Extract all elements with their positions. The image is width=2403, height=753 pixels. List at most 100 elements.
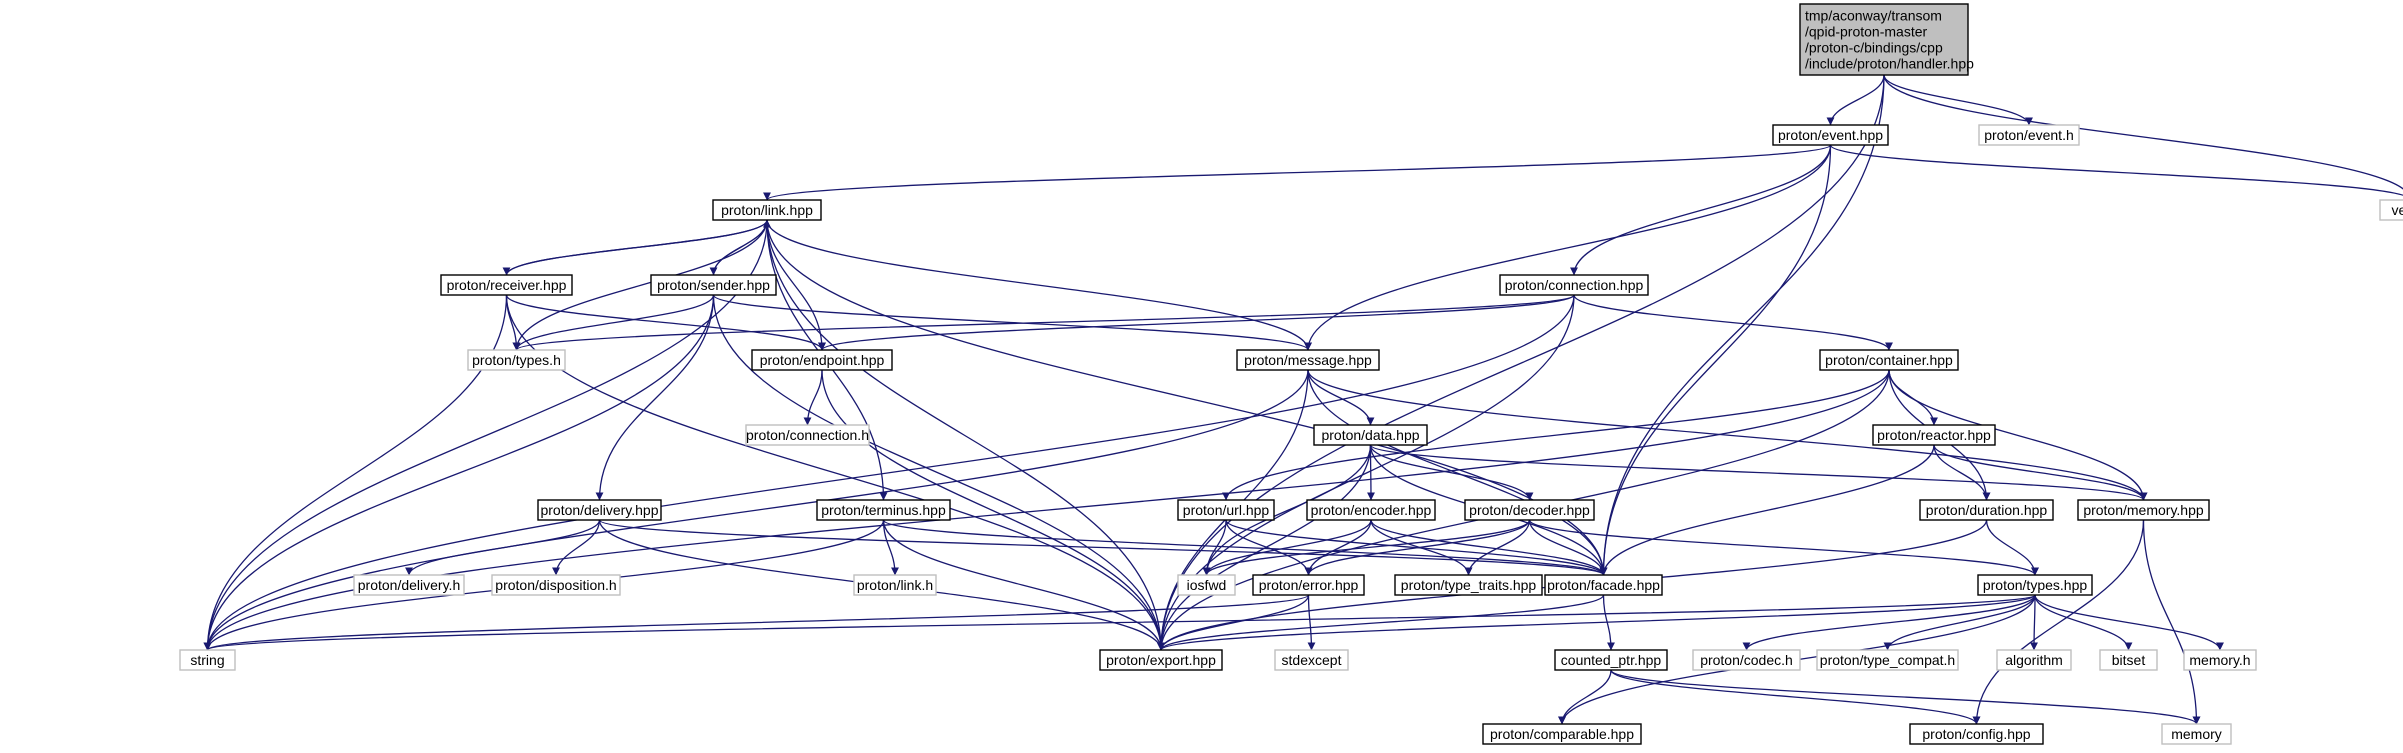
node-box xyxy=(1177,499,1275,521)
node-box xyxy=(712,199,822,221)
edge-link_hpp-to-types_h xyxy=(512,219,768,351)
node-label: /include/proton/handler.hpp xyxy=(1805,56,1974,72)
node-receiver-hpp[interactable]: proton/receiver.hpp xyxy=(440,274,573,296)
edge-container_hpp-to-memory_hpp xyxy=(1888,369,2148,501)
node-types-hpp[interactable]: proton/types.hpp xyxy=(1977,574,2093,596)
node-algorithm: algorithm xyxy=(1996,649,2072,671)
node-box xyxy=(1772,124,1889,146)
edge-message_hpp-to-facade_hpp xyxy=(1307,369,1608,576)
edge-link_hpp-to-facade_hpp xyxy=(766,219,1608,576)
node-facade-hpp[interactable]: proton/facade.hpp xyxy=(1544,574,1663,596)
node-label: proton/export.hpp xyxy=(1106,652,1216,668)
node-link-hpp[interactable]: proton/link.hpp xyxy=(712,199,822,221)
edge-link_hpp-to-export_hpp xyxy=(766,219,1165,651)
edge-connection_hpp-to-container_hpp xyxy=(1573,294,1893,351)
node-endpoint-hpp[interactable]: proton/endpoint.hpp xyxy=(751,349,893,371)
node-memory-hpp[interactable]: proton/memory.hpp xyxy=(2077,499,2210,521)
edge-memory_hpp-to-config_hpp xyxy=(1972,519,2145,725)
node-box xyxy=(1799,3,1969,76)
edge-types_hpp-to-type_compat_h xyxy=(1883,594,2036,651)
node-label: proton/endpoint.hpp xyxy=(760,352,885,368)
node-box xyxy=(1692,649,1801,671)
node-encoder-hpp[interactable]: proton/encoder.hpp xyxy=(1306,499,1436,521)
node-label: /proton-c/bindings/cpp xyxy=(1805,40,1943,56)
edge-container_hpp-to-string xyxy=(203,369,1890,651)
node-label: memory xyxy=(2171,726,2222,742)
edge-message_hpp-to-memory_hpp xyxy=(1307,369,2148,501)
node-box xyxy=(1816,649,1959,671)
node-type-traits-hpp[interactable]: proton/type_traits.hpp xyxy=(1394,574,1543,596)
node-box xyxy=(1909,723,2044,745)
edge-decoder_hpp-to-iosfwd xyxy=(1202,519,1531,576)
node-type-compat-h: proton/type_compat.h xyxy=(1816,649,1959,671)
node-label: proton/receiver.hpp xyxy=(447,277,567,293)
edge-types_hpp-to-algorithm xyxy=(2030,594,2039,651)
node-stdexcept: stdexcept xyxy=(1274,649,1349,671)
node-root[interactable]: tmp/aconway/transom/qpid-proton-master/p… xyxy=(1799,3,1974,76)
edge-memory_hpp-to-memory xyxy=(2142,519,2201,725)
node-connection-hpp[interactable]: proton/connection.hpp xyxy=(1499,274,1649,296)
node-box xyxy=(1313,424,1428,446)
edge-counted_ptr_hpp-to-config_hpp xyxy=(1610,669,1981,725)
edge-counted_ptr_hpp-to-memory xyxy=(1610,669,2201,725)
node-config-hpp[interactable]: proton/config.hpp xyxy=(1909,723,2044,745)
node-label: proton/connection.hpp xyxy=(1505,277,1644,293)
node-box xyxy=(1872,424,1996,446)
node-box xyxy=(1274,649,1349,671)
node-label: proton/memory.hpp xyxy=(2083,502,2204,518)
node-decoder-hpp[interactable]: proton/decoder.hpp xyxy=(1464,499,1595,521)
node-box xyxy=(853,574,937,596)
node-delivery-hpp[interactable]: proton/delivery.hpp xyxy=(537,499,662,521)
node-string: string xyxy=(179,649,236,671)
node-box xyxy=(2183,649,2257,671)
edge-connection_hpp-to-endpoint_hpp xyxy=(818,294,1575,351)
node-label: proton/delivery.h xyxy=(358,577,460,593)
node-message-hpp[interactable]: proton/message.hpp xyxy=(1236,349,1380,371)
edge-decoder_hpp-to-facade_hpp xyxy=(1528,519,1608,576)
node-box xyxy=(1919,499,2054,521)
node-data-hpp[interactable]: proton/data.hpp xyxy=(1313,424,1428,446)
node-export-hpp[interactable]: proton/export.hpp xyxy=(1099,649,1223,671)
node-label: proton/event.hpp xyxy=(1778,127,1883,143)
node-label: proton/terminus.hpp xyxy=(821,502,946,518)
node-label: iosfwd xyxy=(1187,577,1227,593)
node-box xyxy=(353,574,465,596)
node-label: proton/message.hpp xyxy=(1244,352,1372,368)
node-comparable-hpp[interactable]: proton/comparable.hpp xyxy=(1482,723,1642,745)
node-box xyxy=(491,574,621,596)
node-url-hpp[interactable]: proton/url.hpp xyxy=(1177,499,1275,521)
node-box xyxy=(179,649,236,671)
edge-data_hpp-to-encoder_hpp xyxy=(1366,444,1375,501)
node-event-h: proton/event.h xyxy=(1978,124,2080,146)
edge-sender_hpp-to-string xyxy=(203,294,715,651)
node-label: vector xyxy=(2391,202,2403,218)
edge-receiver_hpp-to-endpoint_hpp xyxy=(505,294,826,351)
node-box xyxy=(1482,723,1642,745)
node-duration-hpp[interactable]: proton/duration.hpp xyxy=(1919,499,2054,521)
node-label: proton/type_traits.hpp xyxy=(1401,577,1537,593)
node-reactor-hpp[interactable]: proton/reactor.hpp xyxy=(1872,424,1996,446)
node-label: proton/url.hpp xyxy=(1183,502,1270,518)
edge-root-to-vector xyxy=(1883,74,2403,190)
node-container-hpp[interactable]: proton/container.hpp xyxy=(1819,349,1959,371)
edge-types_hpp-to-codec_h xyxy=(1742,594,2036,651)
node-counted-ptr-hpp[interactable]: counted_ptr.hpp xyxy=(1554,649,1668,671)
node-error-hpp[interactable]: proton/error.hpp xyxy=(1252,574,1365,596)
edge-reactor_hpp-to-duration_hpp xyxy=(1933,444,1991,501)
node-sender-hpp[interactable]: proton/sender.hpp xyxy=(650,274,777,296)
node-label: algorithm xyxy=(2005,652,2063,668)
edge-receiver_hpp-to-types_h xyxy=(505,294,521,351)
node-label: string xyxy=(190,652,224,668)
edge-event_hpp-to-facade_hpp xyxy=(1599,144,1832,576)
node-event-hpp[interactable]: proton/event.hpp xyxy=(1772,124,1889,146)
node-box xyxy=(1554,649,1668,671)
node-label: proton/connection.h xyxy=(746,427,869,443)
edge-link_hpp-to-message_hpp xyxy=(766,219,1312,351)
edge-endpoint_hpp-to-connection_h xyxy=(803,369,823,426)
node-label: /qpid-proton-master xyxy=(1805,24,1928,40)
node-terminus-hpp[interactable]: proton/terminus.hpp xyxy=(816,499,951,521)
node-box xyxy=(1252,574,1365,596)
edge-facade_hpp-to-export_hpp xyxy=(1157,594,1605,651)
edge-data_hpp-to-memory_hpp xyxy=(1369,444,2148,501)
edge-decoder_hpp-to-type_traits_hpp xyxy=(1464,519,1531,576)
